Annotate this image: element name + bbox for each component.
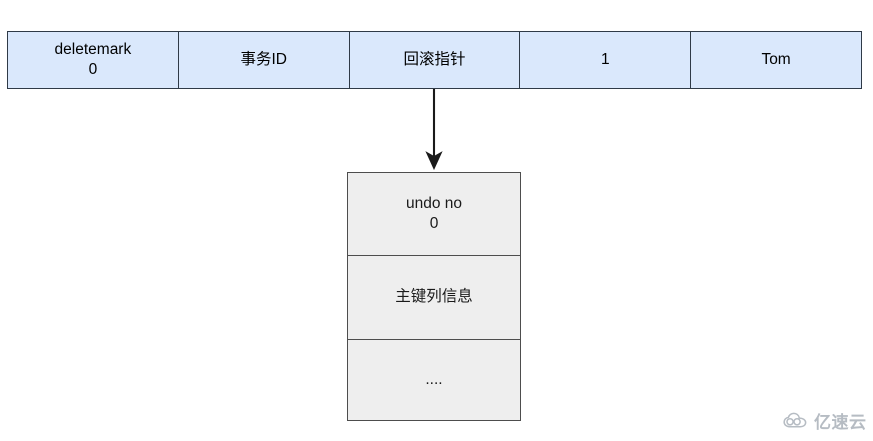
undo-log-record-box: undo no 0 主键列信息 .... <box>347 172 521 421</box>
undo-segment-primary-key-info: 主键列信息 <box>348 256 520 340</box>
record-cell-deletemark: deletemark 0 <box>8 32 179 88</box>
clustered-index-record-row: deletemark 0 事务ID 回滚指针 1 Tom <box>7 31 862 89</box>
undo-segment-ellipsis: .... <box>425 370 443 388</box>
record-cell-roll-pointer: 回滚指针 <box>349 32 521 88</box>
record-cell-name-value: Tom <box>691 32 861 88</box>
record-cell-id-value: 1 <box>520 32 692 88</box>
cloud-logo-icon <box>783 412 807 427</box>
watermark: 亿速云 <box>783 408 867 433</box>
record-cell-trx-id: 事务ID <box>178 32 350 88</box>
undo-segment-undo-no: undo no 0 <box>348 173 520 257</box>
watermark-text: 亿速云 <box>814 413 867 432</box>
